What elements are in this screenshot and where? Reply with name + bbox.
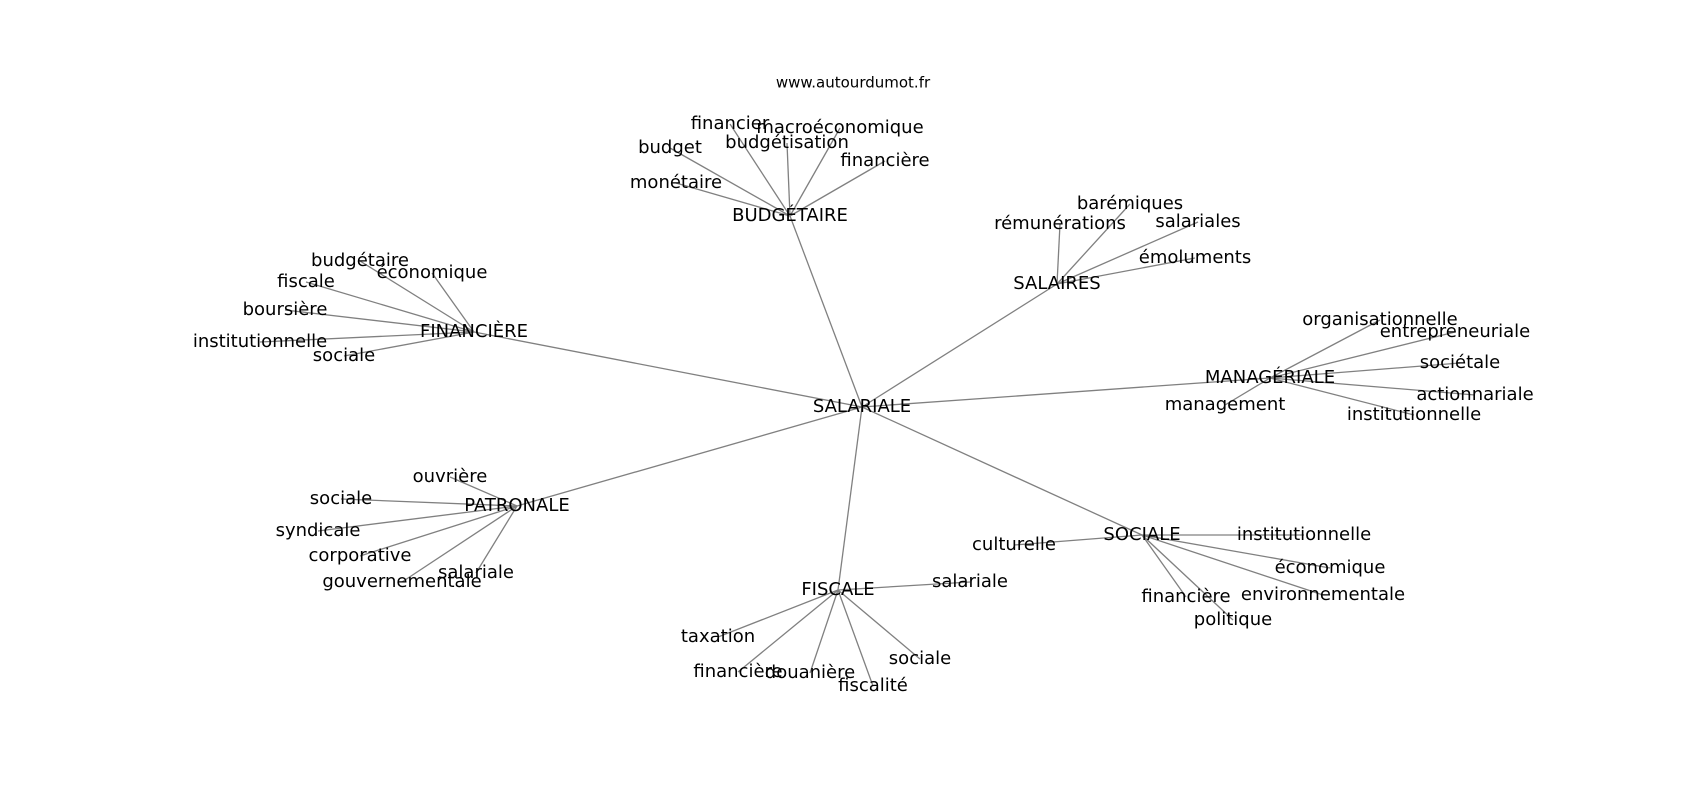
hub-node-sociale: SOCIALE <box>1103 524 1180 545</box>
edge-financiere-0 <box>359 260 475 333</box>
edge-patronale-5 <box>475 505 518 574</box>
hub-node-fiscale: FISCALE <box>801 579 874 600</box>
edge-manageriale-1 <box>1269 331 1456 379</box>
leaf-node-financiere-3: boursière <box>243 299 328 320</box>
leaf-node-patronale-1: sociale <box>310 488 372 509</box>
leaf-node-fiscale-2: financière <box>693 661 782 682</box>
leaf-node-fiscale-0: salariale <box>932 571 1008 592</box>
leaf-node-patronale-0: ouvrière <box>413 466 488 487</box>
leaf-node-patronale-4: gouvernementale <box>322 571 481 592</box>
leaf-node-salaires-2: salariales <box>1155 211 1240 232</box>
leaf-node-manageriale-4: management <box>1165 394 1286 415</box>
leaf-node-salaires-3: émoluments <box>1139 247 1251 268</box>
source-url: www.autourdumot.fr <box>776 74 931 92</box>
edge-fiscale-4 <box>837 589 874 687</box>
leaf-node-fiscale-5: sociale <box>889 648 951 669</box>
edge-sociale-0 <box>1013 534 1143 546</box>
edge-salaires-0 <box>1056 223 1061 285</box>
leaf-node-patronale-2: syndicale <box>276 520 361 541</box>
leaf-node-salaires-0: rémunérations <box>994 213 1126 234</box>
leaf-node-fiscale-3: douanière <box>765 662 855 683</box>
leaf-node-sociale-5: politique <box>1194 609 1272 630</box>
edge-budgetaire-3 <box>786 142 791 217</box>
edge-patronale-0 <box>449 476 518 507</box>
edge-fiscale-1 <box>717 589 839 638</box>
leaf-node-manageriale-5: institutionnelle <box>1347 404 1481 425</box>
leaf-node-budgetaire-3: budgétisation <box>725 132 849 153</box>
edge-budgetaire-1 <box>669 147 791 217</box>
edge-financiere-5 <box>343 331 475 357</box>
edge-sociale-4 <box>1141 534 1187 598</box>
edge-salaires-3 <box>1056 257 1196 285</box>
edge-manageriale-2 <box>1269 362 1461 379</box>
leaf-node-salaires-1: barémiques <box>1077 193 1183 214</box>
edge-sociale-3 <box>1141 534 1324 596</box>
edge-salaires-1 <box>1056 203 1131 285</box>
edge-root-financiere <box>473 331 863 408</box>
root-node: SALARIALE <box>813 396 911 417</box>
hub-node-budgetaire: BUDGÉTAIRE <box>732 204 848 226</box>
edge-sociale-5 <box>1141 534 1234 621</box>
edge-root-salaires <box>861 283 1058 408</box>
labels-layer: monétaire budget financierbudgétisationmac… <box>193 113 1534 696</box>
edge-manageriale-0 <box>1269 319 1381 379</box>
leaf-node-sociale-2: économique <box>1275 557 1386 578</box>
leaf-node-manageriale-3: actionnariale <box>1416 384 1533 405</box>
edge-fiscale-2 <box>737 589 839 673</box>
edge-root-manageriale <box>861 377 1271 408</box>
edge-root-patronale <box>516 406 863 507</box>
edge-budgetaire-0 <box>675 182 791 217</box>
hub-node-financiere: FINANCIÈRE <box>420 320 528 342</box>
hub-node-salaires: SALAIRES <box>1013 273 1100 294</box>
leaf-node-budgetaire-2: financier <box>691 113 770 134</box>
edge-root-budgetaire <box>789 215 863 408</box>
leaf-node-fiscale-4: fiscalité <box>838 675 908 696</box>
leaf-node-manageriale-0: organisationnelle <box>1302 309 1457 330</box>
edge-budgetaire-2 <box>729 123 791 217</box>
hub-node-manageriale: MANAGÉRIALE <box>1205 366 1335 388</box>
leaf-node-financiere-1: fiscale <box>277 271 335 292</box>
edge-manageriale-5 <box>1269 377 1415 416</box>
edge-manageriale-4 <box>1224 377 1271 406</box>
leaf-node-patronale-5: salariale <box>438 562 514 583</box>
edge-fiscale-3 <box>809 589 839 674</box>
leaf-node-budgetaire-1: budget <box>638 137 702 158</box>
edge-salaires-2 <box>1056 221 1199 285</box>
edge-sociale-2 <box>1141 534 1331 569</box>
edges-layer <box>259 123 1476 687</box>
edge-financiere-2 <box>431 272 475 333</box>
edge-financiere-3 <box>284 309 475 333</box>
edge-patronale-1 <box>340 498 518 507</box>
edge-budgetaire-4 <box>789 127 841 217</box>
edge-budgetaire-5 <box>789 160 886 217</box>
edge-fiscale-5 <box>837 589 921 660</box>
edge-patronale-2 <box>317 505 518 532</box>
leaf-node-financiere-2: économique <box>377 262 488 283</box>
leaf-node-sociale-1: institutionnelle <box>1237 524 1371 545</box>
leaf-node-financiere-0: budgétaire <box>311 250 409 271</box>
leaf-node-patronale-3: corporative <box>309 545 412 566</box>
leaf-node-budgetaire-0: monétaire <box>630 172 722 193</box>
hub-node-patronale: PATRONALE <box>464 495 569 516</box>
leaf-node-manageriale-2: sociétale <box>1420 352 1501 373</box>
edge-financiere-4 <box>259 331 475 343</box>
edge-manageriale-3 <box>1269 377 1476 396</box>
leaf-node-budgetaire-4: macroéconomique <box>756 117 923 138</box>
leaf-node-financiere-5: sociale <box>313 345 375 366</box>
edge-patronale-4 <box>401 505 518 583</box>
edge-financiere-1 <box>305 281 475 333</box>
edge-root-sociale <box>861 406 1143 536</box>
leaf-node-sociale-0: culturelle <box>972 534 1056 555</box>
edge-root-fiscale <box>837 406 863 591</box>
edge-fiscale-0 <box>837 581 971 591</box>
edge-patronale-3 <box>359 505 518 557</box>
leaf-node-financiere-4: institutionnelle <box>193 331 327 352</box>
leaf-node-sociale-3: environnementale <box>1241 584 1405 605</box>
leaf-node-fiscale-1: taxation <box>681 626 755 647</box>
leaf-node-budgetaire-5: financière <box>840 150 929 171</box>
leaf-node-manageriale-1: entrepreneuriale <box>1380 321 1531 342</box>
leaf-node-sociale-4: financière <box>1141 586 1230 607</box>
